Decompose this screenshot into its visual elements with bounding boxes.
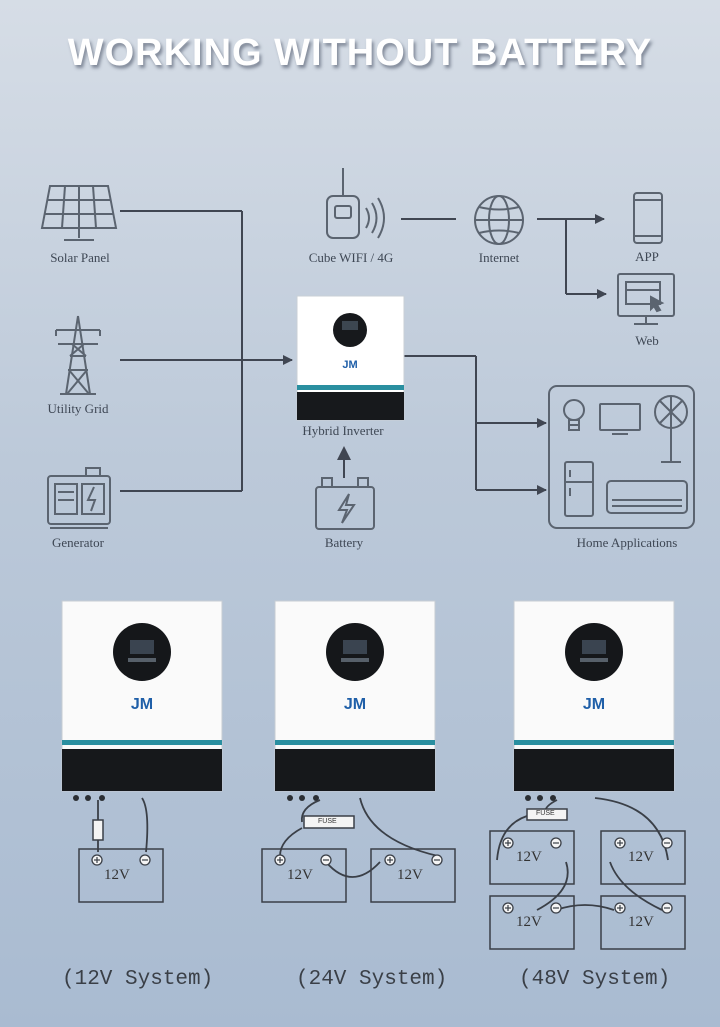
terminal-signs — [94, 840, 670, 911]
page-title: WORKING WITHOUT BATTERY — [67, 32, 653, 74]
internet-label: Internet — [478, 250, 520, 265]
bulb-icon — [563, 399, 585, 431]
inverter-48v-image: JM — [513, 600, 675, 792]
battery-12v-1-label: 12V — [104, 867, 130, 883]
tv-icon — [599, 403, 641, 435]
web-label: Web — [635, 333, 659, 348]
solar-panel-icon — [40, 185, 118, 241]
system-12v-caption: (12V System) — [62, 968, 214, 991]
solar-panel-label: Solar Panel — [50, 250, 110, 265]
inverter-24v-image: JM — [274, 600, 436, 792]
phone-app-icon — [633, 192, 663, 244]
svg-text:JM: JM — [342, 359, 357, 371]
battery-48v-1-label: 12V — [516, 849, 542, 865]
battery-48v-3 — [489, 895, 575, 950]
inverter-terminals — [73, 795, 556, 801]
battery-48v-3-label: 12V — [516, 914, 542, 930]
battery-boxes — [78, 830, 686, 950]
battery-48v-4-label: 12V — [628, 914, 654, 930]
fuse-48v-label: FUSE — [536, 810, 555, 817]
battery-48v-2 — [600, 830, 686, 885]
battery-wiring — [97, 797, 669, 911]
svg-text:JM: JM — [583, 696, 605, 713]
system-48v-caption: (48V System) — [519, 968, 671, 991]
battery-icon — [315, 477, 375, 530]
home-applications-label: Home Applications — [576, 535, 678, 550]
battery-12v-1 — [78, 848, 164, 903]
web-monitor-icon — [617, 273, 675, 325]
battery-48v-1 — [489, 830, 575, 885]
battery-48v-2-label: 12V — [628, 849, 654, 865]
fuse-12v — [92, 819, 104, 841]
system-24v-caption: (24V System) — [296, 968, 448, 991]
cube-wifi-label: Cube WIFI / 4G — [308, 250, 394, 265]
connection-lines — [120, 210, 607, 495]
utility-grid-label: Utility Grid — [47, 401, 109, 416]
battery-24v-1 — [261, 848, 347, 903]
fuse-group — [92, 808, 568, 841]
battery-24v-1-label: 12V — [287, 867, 313, 883]
app-label: APP — [635, 249, 659, 264]
hybrid-inverter-label: Hybrid Inverter — [302, 423, 384, 438]
battery-label: Battery — [324, 535, 364, 550]
battery-48v-4 — [600, 895, 686, 950]
svg-text:JM: JM — [344, 696, 366, 713]
internet-globe-icon — [474, 195, 524, 245]
hybrid-inverter-image: JM — [296, 295, 405, 421]
home-applications-group — [548, 385, 695, 529]
fridge-icon — [564, 461, 594, 517]
fuse-48v — [526, 808, 568, 821]
fan-icon — [654, 395, 688, 463]
battery-24v-2-label: 12V — [397, 867, 423, 883]
inverter-12v-image: JM — [61, 600, 223, 792]
fuse-24v — [303, 815, 355, 829]
generator-label: Generator — [52, 535, 104, 550]
air-conditioner-icon — [606, 480, 688, 514]
wifi-cube-icon — [326, 168, 385, 239]
generator-icon — [47, 467, 111, 529]
utility-grid-icon — [55, 315, 101, 395]
fuse-24v-label: FUSE — [318, 818, 337, 825]
battery-24v-2 — [370, 848, 456, 903]
svg-text:JM: JM — [131, 696, 153, 713]
